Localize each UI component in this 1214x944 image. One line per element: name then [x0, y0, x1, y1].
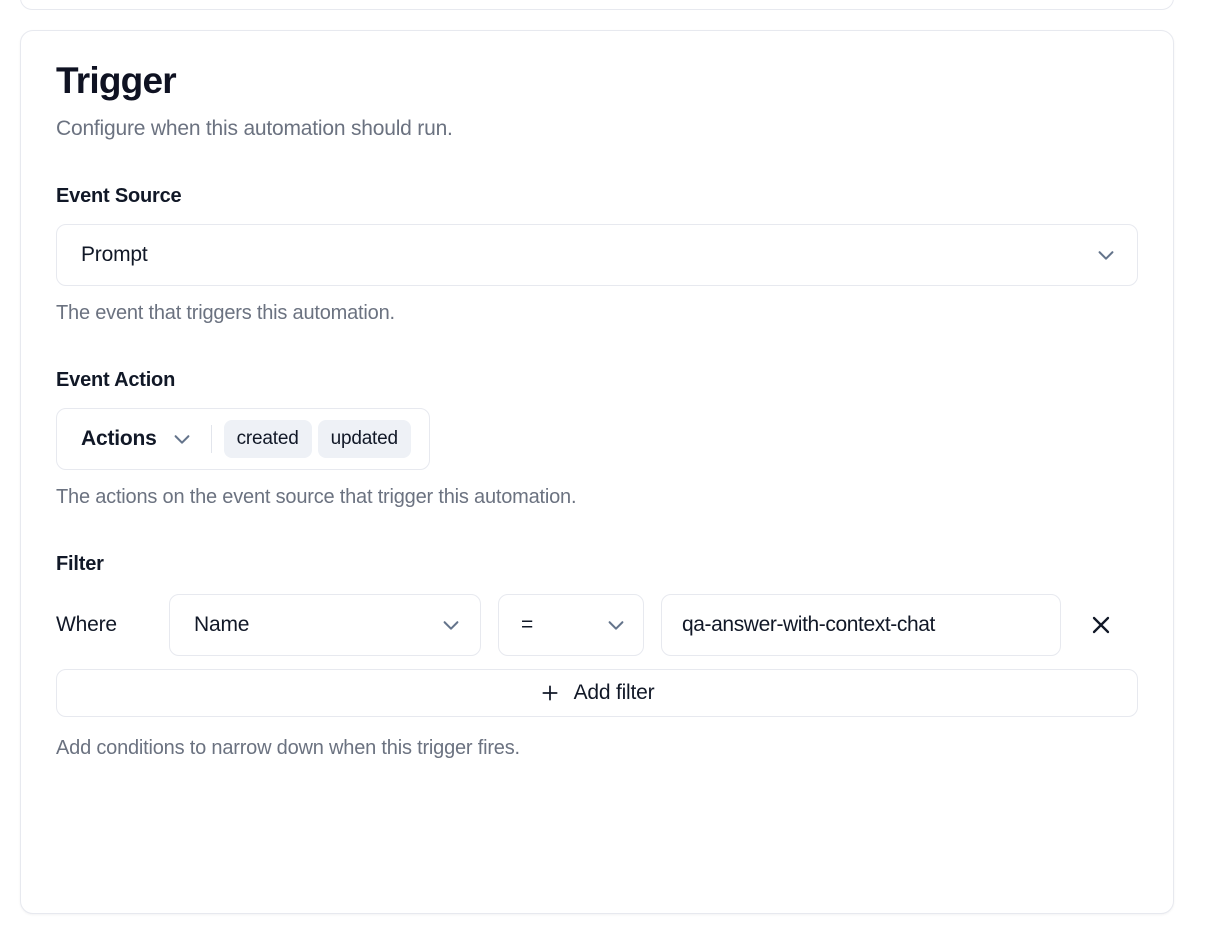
filter-help-text: Add conditions to narrow down when this …: [56, 736, 520, 759]
remove-filter-button[interactable]: [1078, 602, 1124, 648]
page-title: Trigger: [56, 60, 177, 101]
event-action-dropdown-label: Actions: [81, 426, 157, 450]
plus-icon: [540, 683, 560, 703]
filter-label: Filter: [56, 552, 104, 575]
event-source-help-text: The event that triggers this automation.: [56, 301, 395, 324]
filter-field-select[interactable]: Name: [169, 593, 481, 656]
close-icon: [1089, 613, 1113, 637]
add-filter-button[interactable]: Add filter: [56, 668, 1138, 717]
filter-field-value: Name: [194, 612, 250, 636]
event-action-field: Event Action Actions created updated The: [56, 369, 1138, 509]
event-action-label: Event Action: [56, 368, 176, 391]
filter-field: Filter Where Name =: [56, 553, 1138, 760]
event-source-field: Event Source Prompt The event that trigg…: [56, 185, 1138, 325]
filter-value-input[interactable]: [661, 593, 1061, 656]
chevron-down-icon: [171, 428, 193, 450]
chevron-down-icon: [605, 614, 627, 636]
event-source-label: Event Source: [56, 184, 182, 207]
page-subtitle: Configure when this automation should ru…: [56, 116, 453, 140]
event-action-pill-created[interactable]: created: [223, 419, 312, 458]
add-filter-label: Add filter: [573, 680, 655, 704]
filter-operator-select[interactable]: =: [498, 593, 644, 656]
event-source-selected-value: Prompt: [81, 242, 148, 266]
previous-card-edge: [20, 0, 1174, 10]
event-action-help-text: The actions on the event source that tri…: [56, 485, 577, 508]
divider: [210, 424, 212, 453]
event-source-select[interactable]: Prompt: [56, 223, 1138, 286]
filter-operator-value: =: [521, 612, 534, 636]
filter-row: Where Name =: [56, 593, 1138, 656]
chevron-down-icon: [1095, 244, 1117, 266]
trigger-card: Trigger Configure when this automation s…: [20, 30, 1174, 914]
event-action-dropdown[interactable]: Actions: [81, 427, 211, 451]
event-action-selected-pills: created updated: [223, 419, 411, 458]
chevron-down-icon: [440, 614, 462, 636]
filter-where-label: Where: [56, 612, 117, 636]
event-action-pill-updated[interactable]: updated: [317, 419, 411, 458]
event-action-control: Actions created updated: [56, 407, 430, 470]
